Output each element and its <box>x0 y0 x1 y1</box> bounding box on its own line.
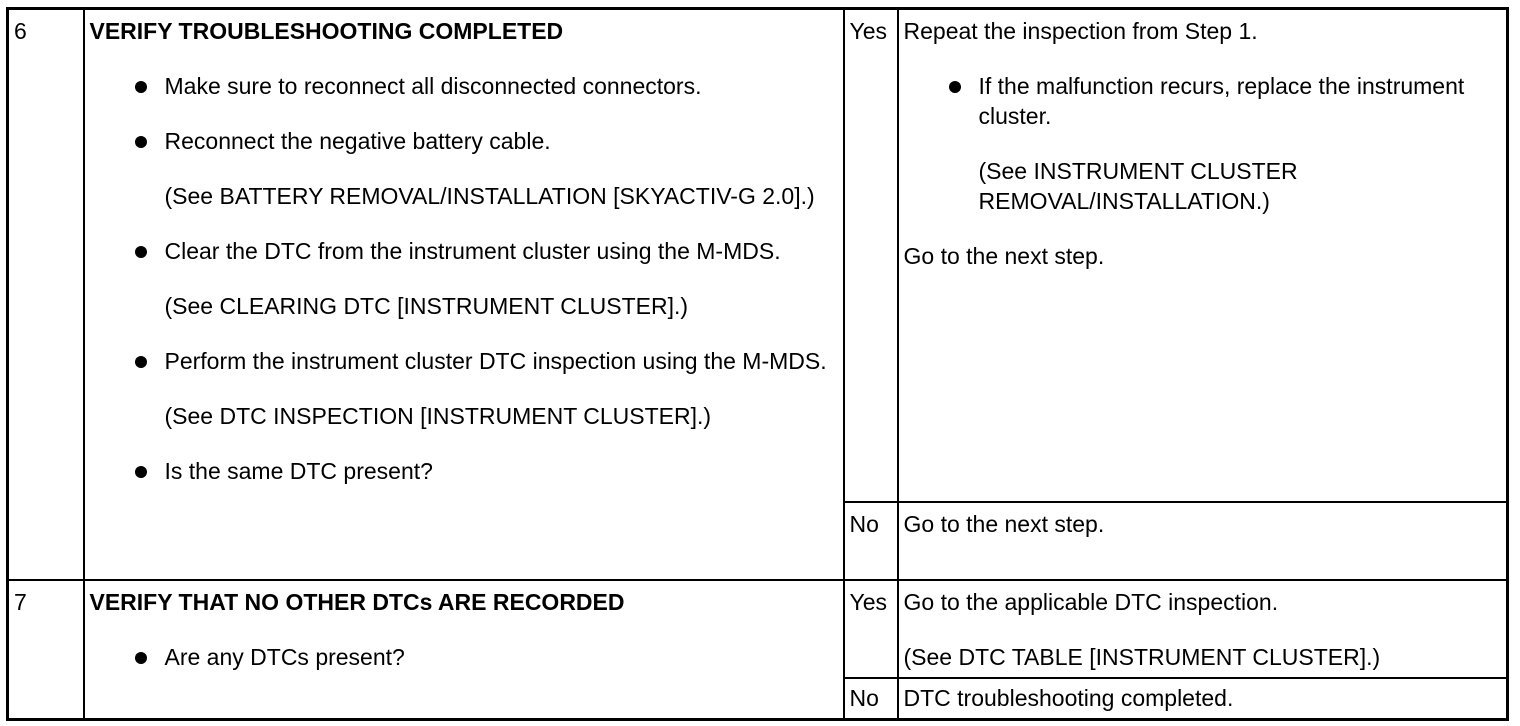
reference-link[interactable]: (See CLEARING DTC [INSTRUMENT CLUSTER].) <box>164 293 689 319</box>
no-label: No <box>842 676 899 721</box>
action-text: Make sure to reconnect all disconnected … <box>164 73 702 99</box>
action-item: Perform the instrument cluster DTC inspe… <box>134 346 838 431</box>
action-list: Make sure to reconnect all disconnected … <box>90 71 838 486</box>
action-list: Are any DTCs present? <box>90 642 838 672</box>
action-item: Is the same DTC present? <box>134 456 838 486</box>
action-text: Is the same DTC present? <box>164 458 433 484</box>
no-label: No <box>842 500 899 581</box>
result-text: Go to the next step. <box>903 243 1105 269</box>
step-number: 7 <box>6 578 85 721</box>
step-action-cell: VERIFY THAT NO OTHER DTCs ARE RECORDED A… <box>82 578 845 721</box>
action-item: Reconnect the negative battery cable. (Se… <box>134 126 838 211</box>
action-text: Reconnect the negative battery cable. <box>164 128 551 154</box>
yes-label: Yes <box>842 7 899 503</box>
table-row: 7 VERIFY THAT NO OTHER DTCs ARE RECORDED… <box>6 578 1509 721</box>
reference-link[interactable]: (See DTC TABLE [INSTRUMENT CLUSTER].) <box>903 643 1381 670</box>
table-row: 6 VERIFY TROUBLESHOOTING COMPLETED Make … <box>6 7 1509 581</box>
no-result-cell: Go to the next step. <box>896 500 1509 581</box>
action-item: Are any DTCs present? <box>134 642 838 672</box>
result-text: Go to the applicable DTC inspection. <box>903 588 1279 615</box>
yes-result-cell: Go to the applicable DTC inspection. (Se… <box>896 578 1509 679</box>
action-text: Perform the instrument cluster DTC inspe… <box>164 348 827 374</box>
result-bullet-text: If the malfunction recurs, replace the i… <box>978 73 1465 129</box>
result-bullet-list: If the malfunction recurs, replace the i… <box>904 71 1502 216</box>
reference-link[interactable]: (See DTC INSPECTION [INSTRUMENT CLUSTER]… <box>164 403 712 429</box>
reference-link[interactable]: (See BATTERY REMOVAL/INSTALLATION [SKYAC… <box>164 183 815 209</box>
step-action-cell: VERIFY TROUBLESHOOTING COMPLETED Make su… <box>82 7 845 581</box>
reference-link[interactable]: (See INSTRUMENT CLUSTER REMOVAL/INSTALLA… <box>978 158 1298 214</box>
result-bullet: If the malfunction recurs, replace the i… <box>948 71 1502 216</box>
action-item: Make sure to reconnect all disconnected … <box>134 71 838 101</box>
result-text: Repeat the inspection from Step 1. <box>903 18 1258 44</box>
step-number: 6 <box>6 7 85 581</box>
troubleshooting-table: 6 VERIFY TROUBLESHOOTING COMPLETED Make … <box>6 7 1509 721</box>
table-row: No DTC troubleshooting completed. <box>8 676 1509 721</box>
yes-label: Yes <box>842 578 899 679</box>
table-row: No Go to the next step. <box>8 500 1509 581</box>
action-item: Clear the DTC from the instrument cluste… <box>134 236 838 321</box>
action-text: Are any DTCs present? <box>164 643 405 670</box>
step-title: VERIFY THAT NO OTHER DTCs ARE RECORDED <box>89 588 625 615</box>
yes-result-cell: Repeat the inspection from Step 1. If th… <box>896 7 1509 503</box>
action-text: Clear the DTC from the instrument cluste… <box>164 238 781 264</box>
step-title: VERIFY TROUBLESHOOTING COMPLETED <box>89 18 564 44</box>
no-result-cell: DTC troubleshooting completed. <box>896 676 1509 721</box>
